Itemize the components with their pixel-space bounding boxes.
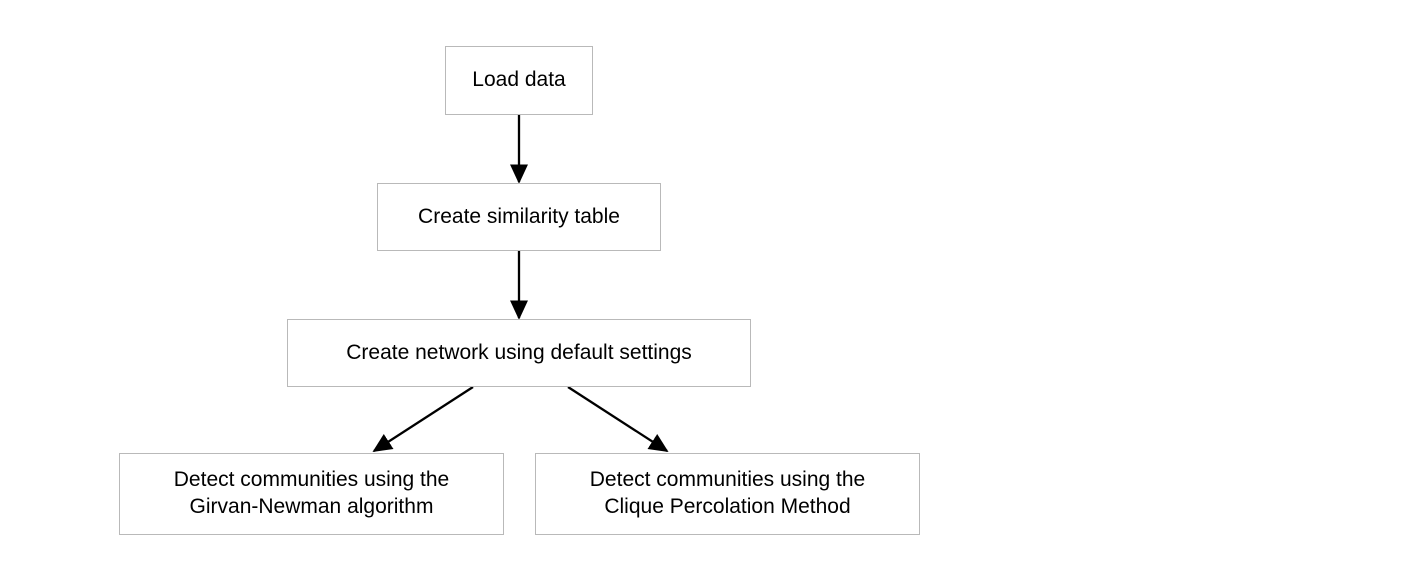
edge-network-to-girvan-newman [372,386,474,452]
node-create-similarity-table[interactable]: Create similarity table [377,183,661,251]
node-detect-communities-girvan-newman[interactable]: Detect communities using the Girvan-Newm… [119,453,504,535]
node-create-network-default-settings[interactable]: Create network using default settings [287,319,751,387]
edge-network-to-clique [567,386,669,452]
node-detect-communities-clique-percolation[interactable]: Detect communities using the Clique Perc… [535,453,920,535]
node-load-data[interactable]: Load data [445,46,593,115]
